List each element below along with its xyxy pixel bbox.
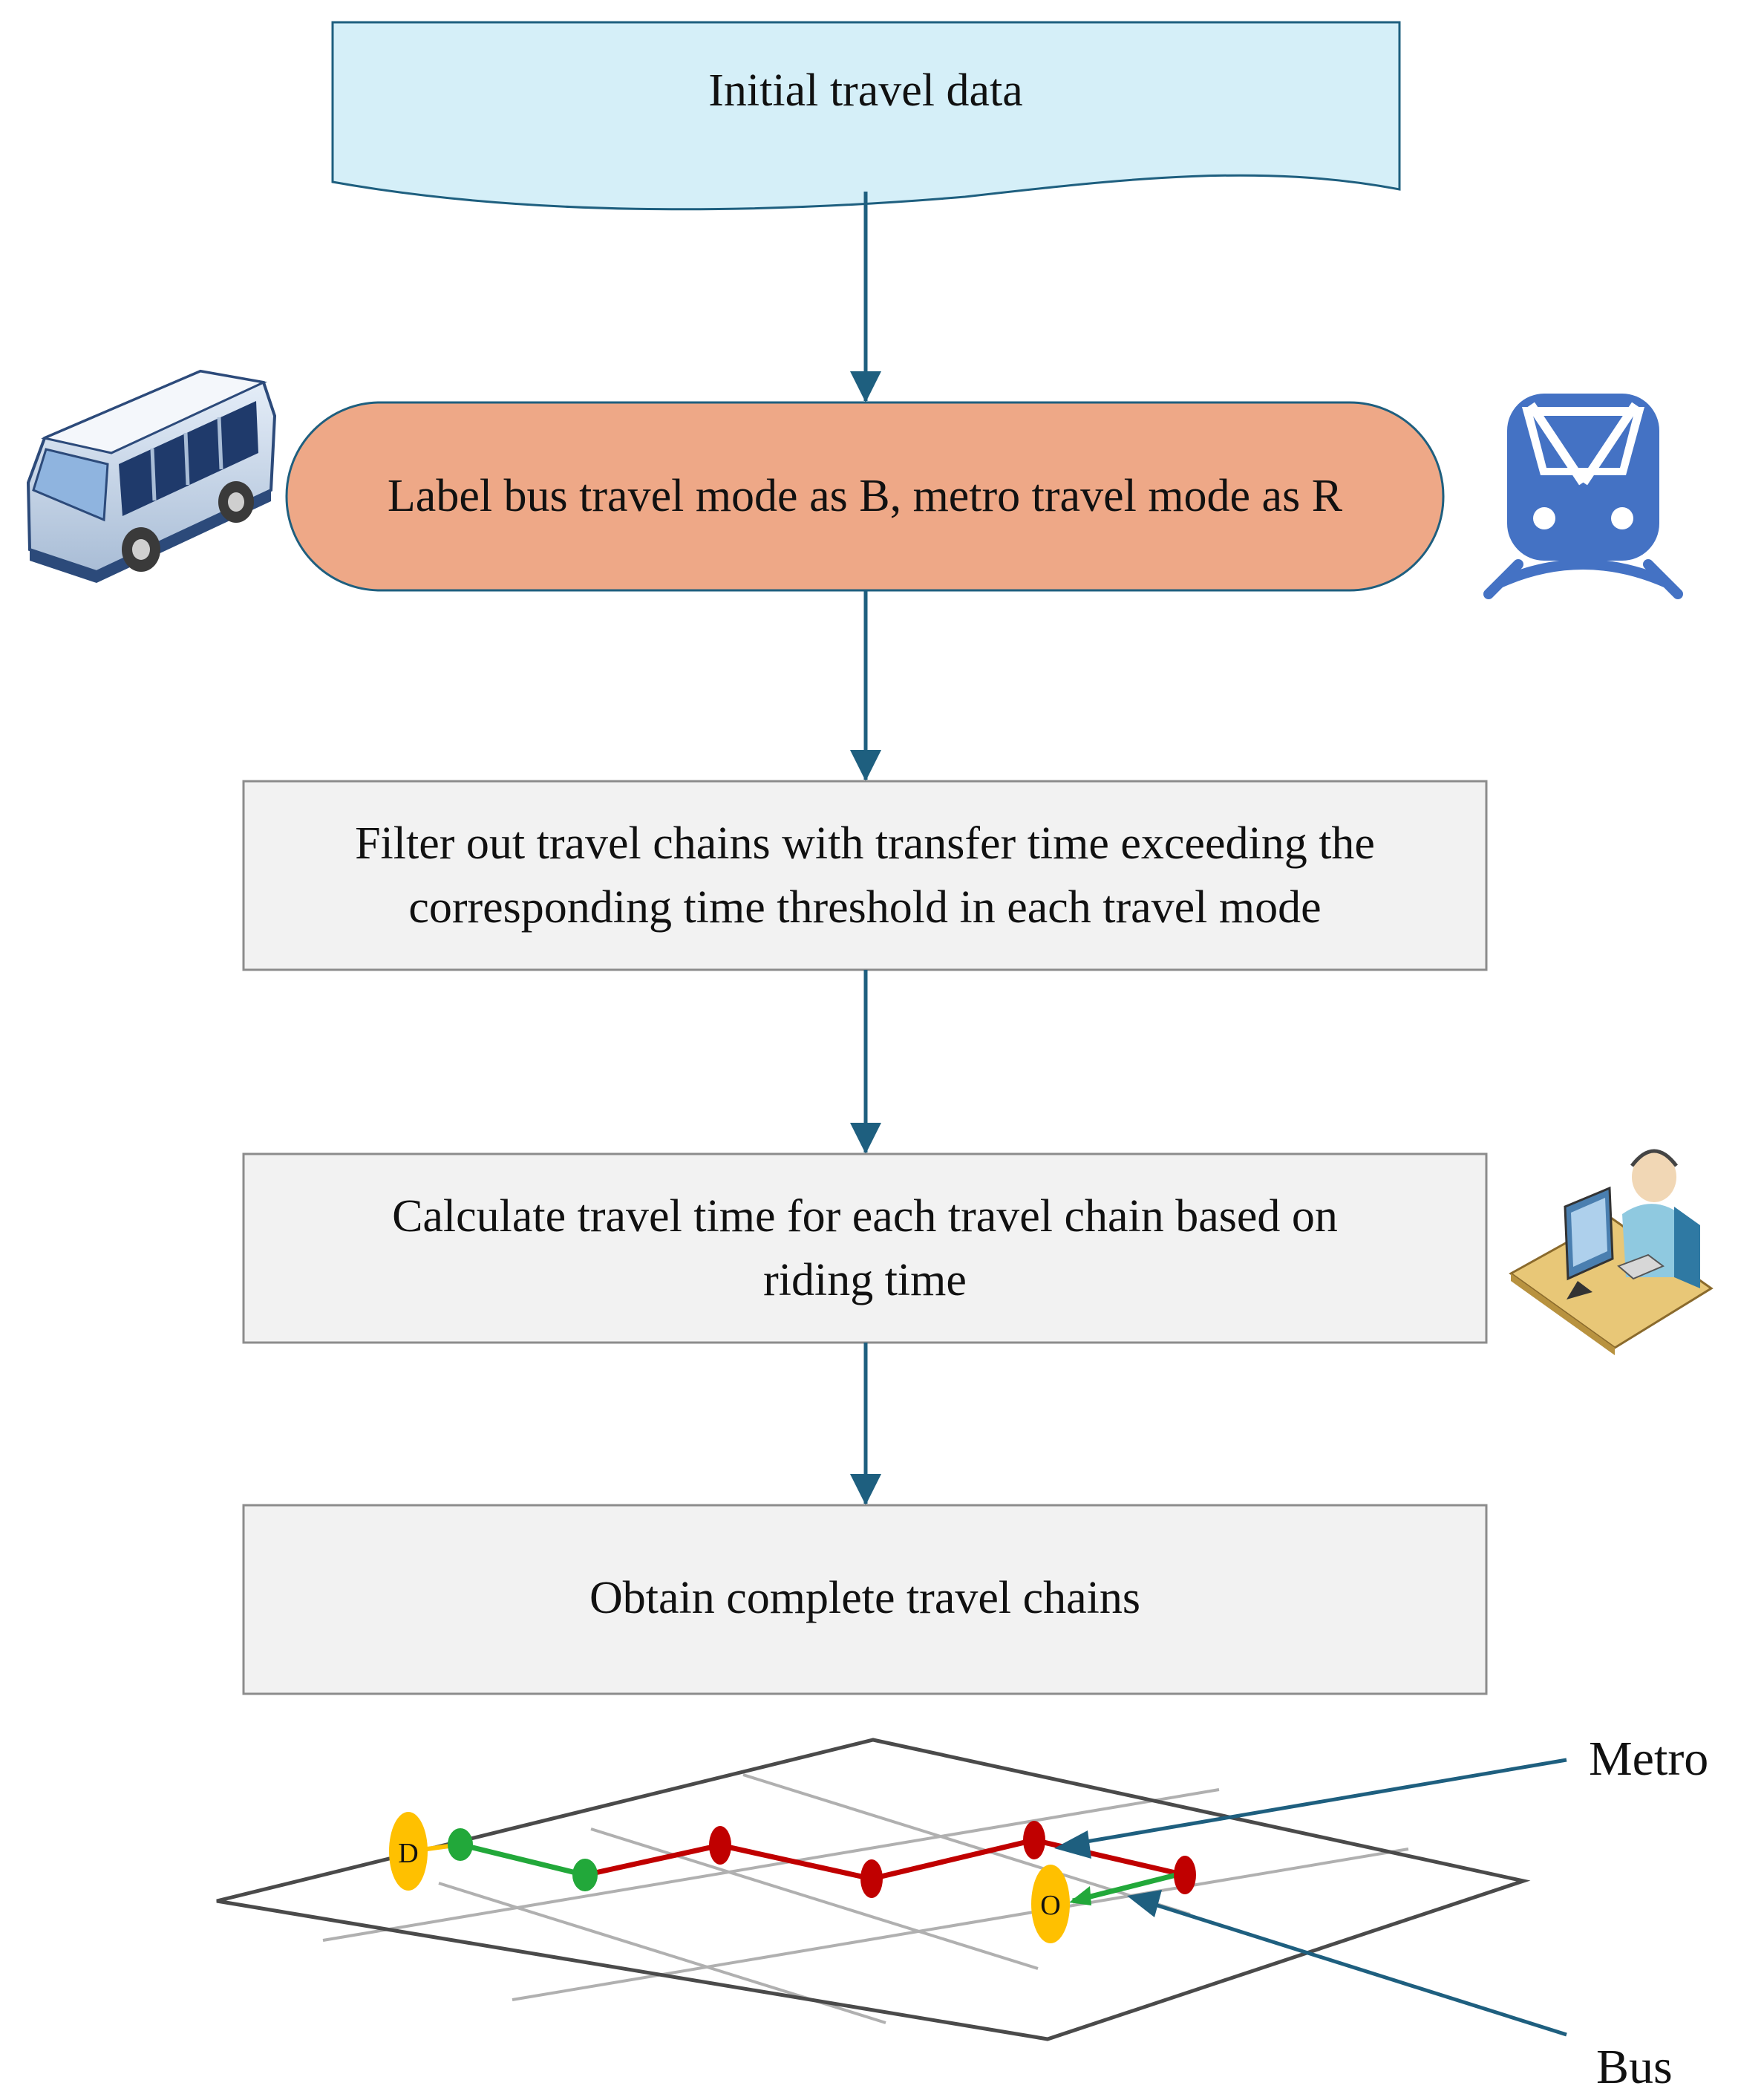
start-label: Initial travel data (708, 65, 1022, 116)
flow-arrowhead-3 (850, 1123, 881, 1154)
step2-box: Filter out travel chains with transfer t… (242, 780, 1488, 971)
step3-box: Calculate travel time for each travel ch… (242, 1152, 1488, 1344)
metro-label: Metro (1589, 1732, 1708, 1786)
metro-train-icon (1483, 394, 1683, 599)
bus-callout-line (1143, 1899, 1567, 2037)
bus-stop (572, 1859, 598, 1891)
step1-label: Label bus travel mode as B, metro travel… (388, 471, 1343, 521)
bus-label: Bus (1596, 2040, 1673, 2094)
bus-icon (26, 369, 277, 583)
flow-arrowhead-4 (850, 1474, 881, 1505)
metro-stop (1174, 1856, 1196, 1894)
travel-chain-map: D O Metro Bus (216, 1732, 1708, 2094)
step1-box: Label bus travel mode as B, metro travel… (285, 401, 1445, 592)
bus-route-line-start (460, 1842, 586, 1878)
flow-arrowhead-1 (850, 371, 881, 402)
metro-stop (1023, 1821, 1045, 1859)
destination-marker (389, 1812, 428, 1891)
step4-box: Obtain complete travel chains (242, 1504, 1488, 1695)
map-grid (322, 1773, 1409, 2024)
metro-callout-line (1068, 1758, 1567, 1847)
bus-route-line-end (1072, 1870, 1186, 1904)
step4-label: Obtain complete travel chains (589, 1573, 1140, 1623)
metro-stop (860, 1859, 883, 1898)
start-box: Initial travel data (331, 21, 1401, 211)
origin-label: O (1040, 1890, 1060, 1921)
bus-stop (448, 1828, 473, 1861)
origin-marker (1031, 1865, 1070, 1943)
step3-line1: Calculate travel time for each travel ch… (392, 1191, 1338, 1242)
step3-line2: riding time (763, 1255, 967, 1305)
metro-stop (709, 1826, 731, 1865)
destination-label: D (398, 1838, 418, 1869)
step2-line1: Filter out travel chains with transfer t… (355, 818, 1375, 869)
computer-operator-icon (1509, 1149, 1714, 1355)
flow-arrowhead-2 (850, 750, 881, 781)
step2-line2: corresponding time threshold in each tra… (408, 882, 1321, 933)
